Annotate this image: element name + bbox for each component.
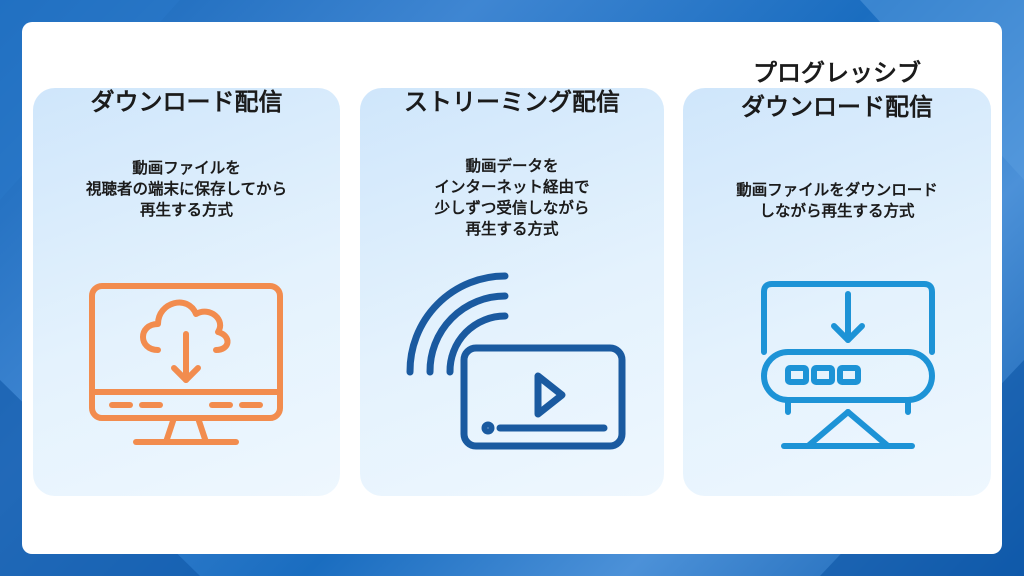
card-desc-download-delivery: 動画ファイルを 視聴者の端末に保存してから 再生する方式: [85, 159, 288, 219]
card-progressive-download-delivery: [683, 88, 991, 496]
monitor-buffer-download-icon: [761, 281, 935, 449]
card-desc-progressive-download-delivery: 動画ファイルをダウンロード しながら再生する方式: [736, 181, 938, 220]
video-player-signal-icon: [406, 272, 626, 450]
card-download-delivery: [33, 88, 340, 496]
card-title-download-delivery: ダウンロード配信: [90, 88, 283, 116]
monitor-cloud-download-icon: [89, 283, 283, 445]
card-desc-streaming-delivery: 動画データを インターネット経由で 少しずつ受信しながら 再生する方式: [434, 157, 590, 238]
card-title-progressive-download-delivery: プログレッシブ ダウンロード配信: [741, 59, 933, 121]
card-title-streaming-delivery: ストリーミング配信: [404, 88, 620, 116]
